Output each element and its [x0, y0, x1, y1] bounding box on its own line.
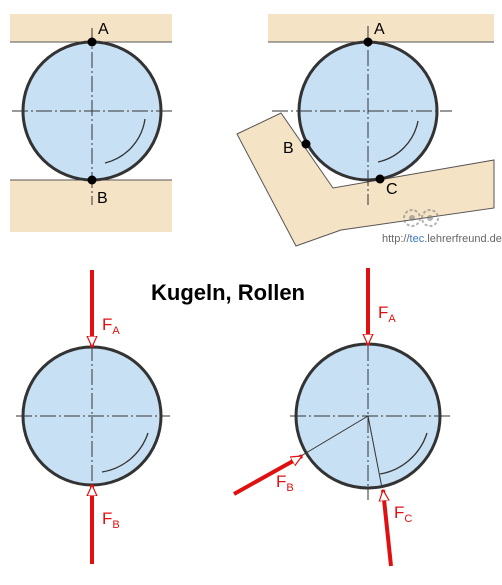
- force-arrow-fb: [233, 454, 302, 496]
- force-label-fc: FC: [394, 503, 412, 525]
- upper-plate: [10, 14, 172, 42]
- scene-forces-three-point: FA FB FC: [233, 268, 450, 567]
- watermark-url: http://tec.lehrerfreund.de: [382, 233, 502, 245]
- scene-forces-two-point: FA FB: [16, 270, 170, 564]
- contact-point-b: [301, 139, 311, 149]
- label-b: B: [283, 140, 294, 157]
- contact-point-b: [87, 175, 97, 185]
- lehrerfreund-logo-icon: [403, 209, 439, 227]
- upper-plate: [268, 14, 494, 42]
- v-groove-block: [236, 112, 495, 247]
- force-label-fb: FB: [102, 509, 120, 531]
- contact-point-c: [375, 174, 385, 184]
- scene-v-groove: A B C http://tec.lehrerfreund.de: [236, 14, 502, 247]
- force-label-fb: FB: [276, 472, 294, 494]
- label-c: C: [386, 181, 398, 198]
- diagram-title: Kugeln, Rollen: [151, 280, 305, 305]
- contact-point-a: [363, 37, 373, 47]
- force-label-fa: FA: [378, 303, 396, 325]
- scene-parallel-plates: A B: [10, 14, 172, 232]
- lower-plate: [10, 180, 172, 232]
- label-b: B: [97, 190, 108, 207]
- label-a: A: [98, 21, 109, 38]
- contact-point-a: [87, 37, 97, 47]
- force-label-fa: FA: [102, 315, 120, 337]
- force-arrow-fc: [383, 490, 393, 567]
- label-a: A: [374, 21, 385, 38]
